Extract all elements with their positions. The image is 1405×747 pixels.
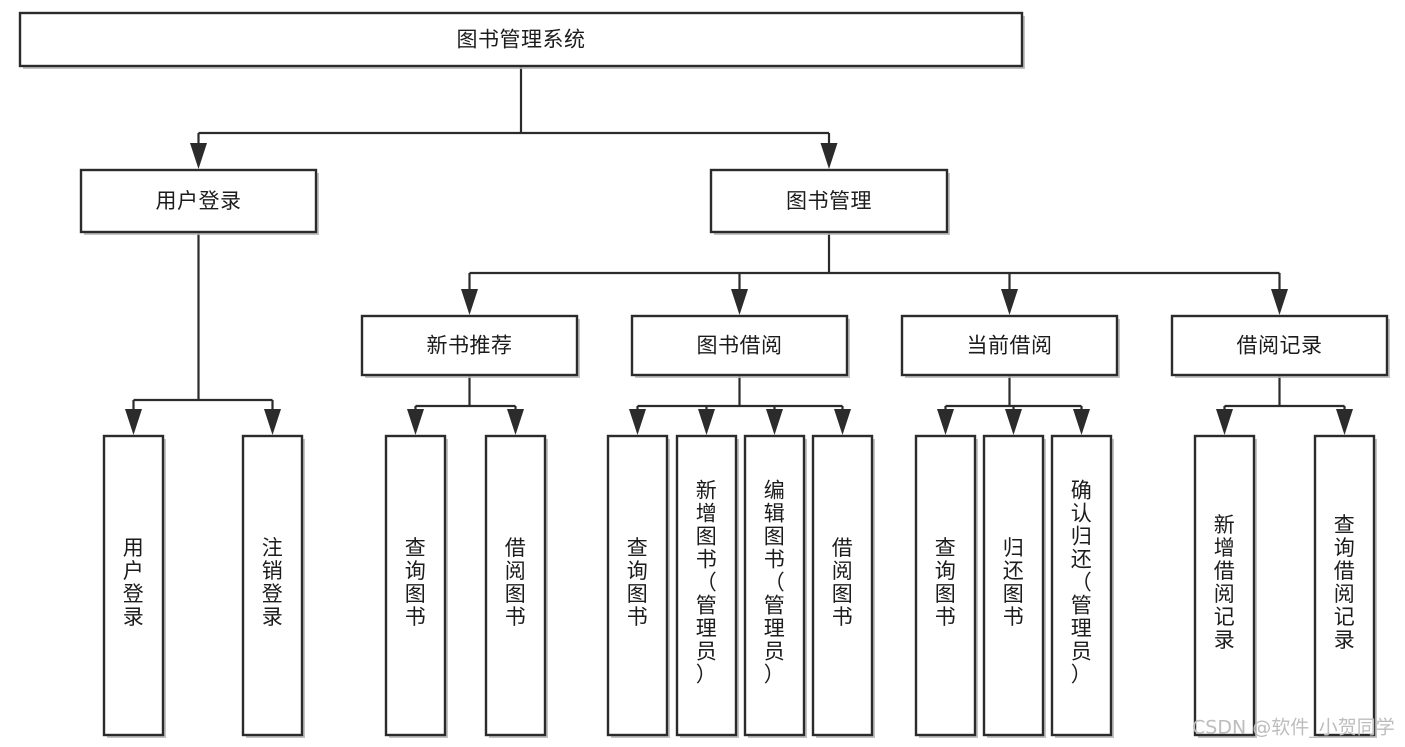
connector-group-bookmgmt xyxy=(461,232,1288,315)
node-label: 新增图书（管理员） xyxy=(696,479,718,687)
node-rect[interactable] xyxy=(1170,314,1389,377)
arrow-head xyxy=(698,409,715,435)
node-borrow[interactable]: 图书借阅 xyxy=(630,314,850,378)
node-rect[interactable] xyxy=(484,434,547,737)
connector-group-records xyxy=(1216,375,1353,435)
node-rect[interactable] xyxy=(18,11,1024,68)
node-current[interactable]: 当前借阅 xyxy=(900,314,1120,378)
arrow-head xyxy=(731,289,748,315)
arrow-head xyxy=(834,409,851,435)
connector-group-root xyxy=(190,66,838,169)
node-leaf-13[interactable]: 查询借阅记录 xyxy=(1313,434,1377,738)
node-bookmgmt[interactable]: 图书管理 xyxy=(709,168,950,235)
node-leaf-9[interactable]: 查询图书 xyxy=(914,434,978,738)
node-label: 查询图书 xyxy=(935,536,957,629)
node-label: 图书管理系统 xyxy=(457,28,586,52)
node-rect[interactable] xyxy=(900,314,1119,377)
node-leaf-11[interactable]: 确认归还（管理员） xyxy=(1050,434,1114,738)
node-login[interactable]: 用户登录 xyxy=(79,168,319,235)
node-rect[interactable] xyxy=(914,434,977,737)
node-rect[interactable] xyxy=(1050,434,1113,737)
arrow-head xyxy=(1001,289,1018,315)
arrow-head xyxy=(507,409,524,435)
node-label: 查询图书 xyxy=(627,536,649,629)
node-leaf-2[interactable]: 注销登录 xyxy=(241,434,305,738)
node-rect[interactable] xyxy=(630,314,849,377)
arrow-head xyxy=(1336,409,1353,435)
arrow-head xyxy=(407,409,424,435)
node-rect[interactable] xyxy=(79,168,318,234)
connector-group-borrow xyxy=(629,375,851,435)
node-leaf-7[interactable]: 编辑图书（管理员） xyxy=(743,434,807,738)
node-leaf-6[interactable]: 新增图书（管理员） xyxy=(675,434,739,738)
arrow-head xyxy=(1271,289,1288,315)
node-rect[interactable] xyxy=(1313,434,1376,737)
node-label: 借阅图书 xyxy=(832,536,854,629)
arrow-head xyxy=(461,289,478,315)
node-rect[interactable] xyxy=(102,434,165,737)
node-leaf-8[interactable]: 借阅图书 xyxy=(811,434,875,738)
node-label: 新书推荐 xyxy=(427,334,513,358)
arrow-head xyxy=(190,143,207,169)
node-root[interactable]: 图书管理系统 xyxy=(18,11,1025,69)
node-leaf-4[interactable]: 借阅图书 xyxy=(484,434,548,738)
arrow-head xyxy=(766,409,783,435)
node-label: 查询借阅记录 xyxy=(1334,513,1356,652)
arrow-head xyxy=(937,409,954,435)
connector-group-login xyxy=(125,232,281,435)
node-rect[interactable] xyxy=(384,434,447,737)
node-leaf-1[interactable]: 用户登录 xyxy=(102,434,166,738)
node-rect[interactable] xyxy=(709,168,949,234)
arrow-head xyxy=(1216,409,1233,435)
node-records[interactable]: 借阅记录 xyxy=(1170,314,1390,378)
node-leaf-10[interactable]: 归还图书 xyxy=(982,434,1046,738)
node-label: 归还图书 xyxy=(1003,536,1025,629)
node-label: 用户登录 xyxy=(156,189,242,213)
node-rect[interactable] xyxy=(675,434,738,737)
arrow-head xyxy=(125,409,142,435)
connector-group-newbook xyxy=(407,375,524,435)
node-rect[interactable] xyxy=(360,314,579,377)
node-layer: 图书管理系统用户登录图书管理新书推荐图书借阅当前借阅借阅记录用户登录注销登录查询… xyxy=(18,11,1390,738)
node-label: 用户登录 xyxy=(123,536,145,629)
arrow-head xyxy=(629,409,646,435)
node-label: 图书管理 xyxy=(786,189,872,213)
arrow-head xyxy=(264,409,281,435)
node-rect[interactable] xyxy=(241,434,304,737)
arrow-head xyxy=(1005,409,1022,435)
node-label: 编辑图书（管理员） xyxy=(764,479,786,687)
node-rect[interactable] xyxy=(811,434,874,737)
node-label: 注销登录 xyxy=(262,536,284,629)
node-label: 借阅记录 xyxy=(1237,334,1323,358)
node-rect[interactable] xyxy=(743,434,806,737)
arrow-head xyxy=(1073,409,1090,435)
node-leaf-5[interactable]: 查询图书 xyxy=(606,434,670,738)
connector-group-current xyxy=(937,375,1090,435)
node-newbook[interactable]: 新书推荐 xyxy=(360,314,580,378)
node-label: 查询图书 xyxy=(405,536,427,629)
arrow-head xyxy=(820,143,838,169)
node-label: 确认归还（管理员） xyxy=(1071,479,1093,687)
node-label: 当前借阅 xyxy=(967,334,1053,358)
csdn-watermark: CSDN @软件_小贺同学 xyxy=(1192,717,1395,739)
connector-layer xyxy=(125,66,1353,435)
node-label: 借阅图书 xyxy=(505,536,527,629)
watermark-layer: CSDN @软件_小贺同学 xyxy=(1192,717,1395,739)
node-label: 图书借阅 xyxy=(697,334,783,358)
node-leaf-3[interactable]: 查询图书 xyxy=(384,434,448,738)
node-label: 新增借阅记录 xyxy=(1214,513,1236,652)
node-leaf-12[interactable]: 新增借阅记录 xyxy=(1193,434,1257,738)
node-rect[interactable] xyxy=(606,434,669,737)
node-rect[interactable] xyxy=(1193,434,1256,737)
node-rect[interactable] xyxy=(982,434,1045,737)
